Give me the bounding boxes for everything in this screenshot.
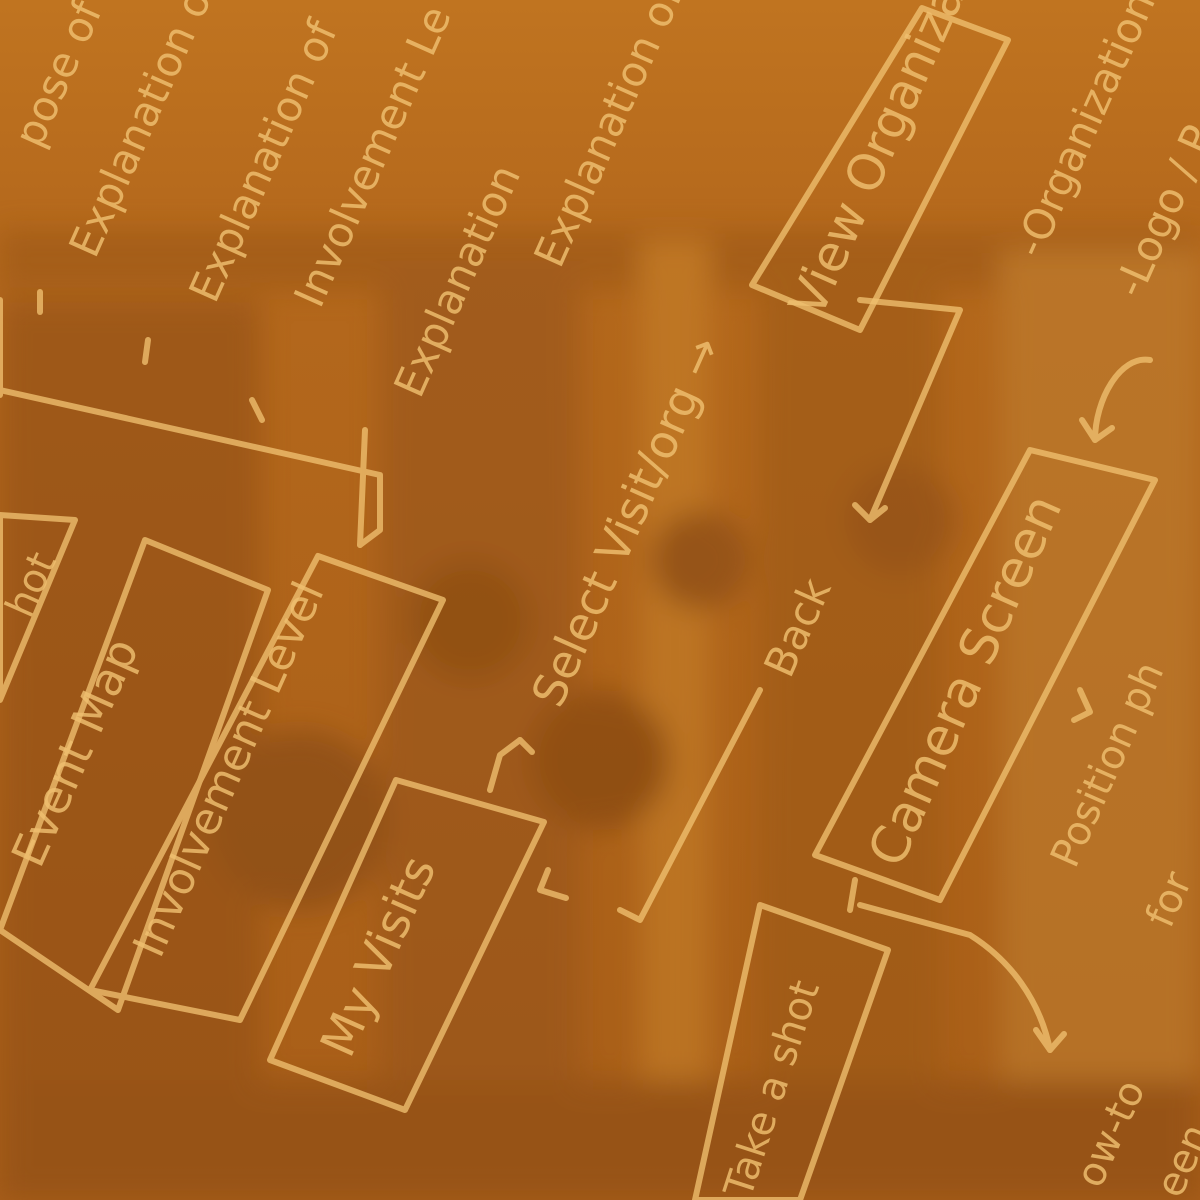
- for-note: for: [1137, 865, 1200, 934]
- partial-box-top-left-label: hot: [0, 546, 66, 625]
- position-note: Position ph: [1042, 655, 1173, 874]
- take-a-shot-box: [692, 902, 891, 1200]
- explanation-note-4: Explanation: [384, 157, 530, 404]
- event-map-box: [0, 537, 271, 1013]
- camera-screen-label: Camera Screen: [857, 486, 1074, 875]
- my-visits-box: [267, 777, 547, 1113]
- involvement-level-box: [87, 553, 446, 1023]
- how-to-note: ow-to: [1067, 1073, 1154, 1194]
- view-organization-label: View Organization: [778, 0, 1016, 325]
- screen-partial-note: een: [1147, 1117, 1200, 1200]
- select-visit-org-label: Select Visit/org →: [521, 328, 732, 714]
- purpose-note: pose of: [4, 0, 112, 154]
- logo-note: -Logo / P: [1104, 118, 1200, 304]
- my-visits-label: My Visits: [310, 848, 448, 1065]
- view-organization-box: [749, 5, 1011, 333]
- back-label: Back: [754, 570, 841, 684]
- screen-box-outlines: [0, 5, 1158, 1200]
- explanation-wayfinding-note: Explanation of Wayfin: [524, 0, 755, 274]
- involvement-level-label: Involvement Level: [123, 574, 334, 964]
- connector-lines: [0, 289, 1153, 1053]
- partial-box-top-left: [0, 512, 78, 703]
- event-map-label: Event Map: [1, 630, 149, 874]
- camera-screen-box: [812, 447, 1158, 903]
